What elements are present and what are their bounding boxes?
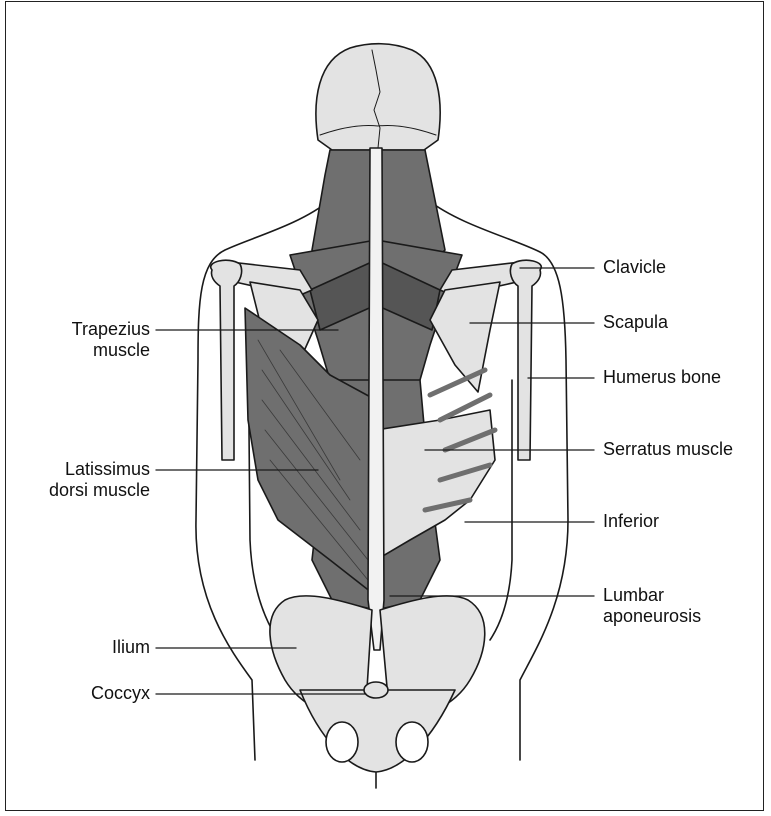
label-clavicle: Clavicle <box>603 257 666 278</box>
label-humerus-bone: Humerus bone <box>603 367 721 388</box>
label-serratus-muscle: Serratus muscle <box>603 439 733 460</box>
pelvis-lower <box>300 690 455 772</box>
label-ilium: Ilium <box>112 637 150 658</box>
label-coccyx: Coccyx <box>91 683 150 704</box>
label-latissimus-dorsi-muscle: Latissimus dorsi muscle <box>49 459 150 501</box>
label-lumbar-aponeurosis: Lumbar aponeurosis <box>603 585 701 627</box>
torso-inner-right <box>490 380 512 640</box>
label-inferior: Inferior <box>603 511 659 532</box>
scapula-right <box>430 282 500 392</box>
label-scapula: Scapula <box>603 312 668 333</box>
humerus-right <box>510 260 541 460</box>
humerus-left <box>211 260 242 460</box>
coccyx-bone <box>364 682 388 698</box>
label-trapezius-muscle: Trapezius muscle <box>72 319 150 361</box>
spine <box>368 148 384 650</box>
